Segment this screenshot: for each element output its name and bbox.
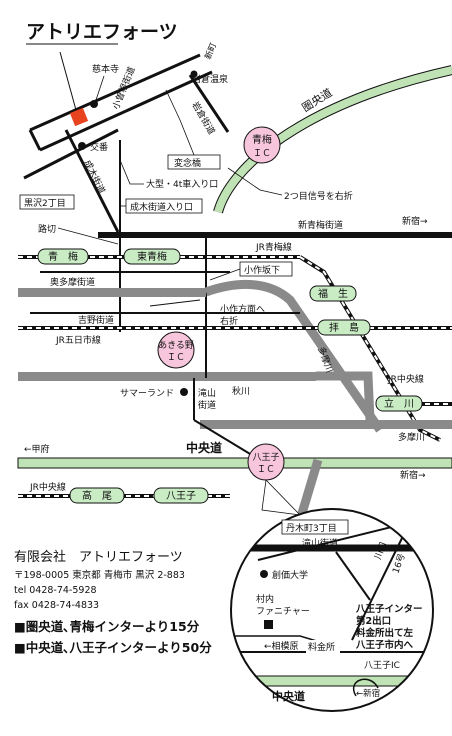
takiyama-kaido-label: 滝山街道 bbox=[302, 537, 338, 549]
hensokyo-label: 変念橋 bbox=[174, 157, 201, 169]
station-tachikawa-label: 立 川 bbox=[384, 397, 414, 410]
station-ome bbox=[37, 248, 89, 265]
station-tachikawa bbox=[375, 395, 423, 412]
jr-chuo-left-label: JR中央線 bbox=[29, 481, 66, 493]
koban-dot bbox=[78, 142, 86, 150]
access-kenodo: ■圏央道､青梅インターより15分 bbox=[14, 619, 200, 634]
hachioji-ic-inset-label: 八王子IC bbox=[364, 660, 400, 671]
fax: fax 0428-74-4833 bbox=[14, 600, 100, 611]
hachioji-exit-1: 八王子インター bbox=[355, 603, 423, 615]
ome-ic-marker bbox=[243, 126, 281, 164]
osaku-turn-label-1: 小作方面へ bbox=[220, 303, 265, 315]
shinjuku-shinome-label: 新宿→ bbox=[402, 215, 428, 227]
shinjuku-inset-label: ←新宿 bbox=[356, 688, 380, 699]
hachioji-exit-3: 料金所出て左 bbox=[356, 627, 414, 639]
station-ome-label: 青 梅 bbox=[48, 250, 78, 263]
murauchi-label-2: ファニチャー bbox=[256, 606, 310, 617]
station-takao-label: 高 尾 bbox=[82, 489, 112, 502]
company-name: 有限会社 アトリエフォーツ bbox=[14, 550, 183, 565]
address-block: 〒198-0005 東京都 青梅市 黒沢 2-883 tel 0428-74-5… bbox=[14, 568, 185, 613]
station-higashi-ome bbox=[123, 248, 181, 265]
sagamihara-label: ←相模原 bbox=[264, 640, 299, 652]
jr-ome-line-label: JR青梅線 bbox=[255, 241, 292, 253]
kurosawa2-label: 黒沢2丁目 bbox=[24, 197, 66, 209]
inset-map bbox=[231, 509, 433, 711]
station-hachioji bbox=[153, 487, 209, 504]
koban-label: 交番 bbox=[90, 141, 108, 153]
iwakura-onsen-label: 岩倉温泉 bbox=[192, 73, 228, 85]
shinmachi-label: 新町 bbox=[203, 41, 220, 61]
station-takao bbox=[69, 487, 125, 504]
iwakura-kaido-label: 岩倉街道 bbox=[189, 100, 217, 137]
akigawa-label: 秋川 bbox=[232, 385, 250, 397]
map-title: アトリエフォーツ bbox=[26, 21, 178, 43]
jr-itsukaichi-label: JR五日市線 bbox=[55, 334, 101, 346]
hachioji-exit-2: 第2出口 bbox=[356, 615, 391, 627]
nariki-kaido-label: 成木街道 bbox=[81, 158, 108, 196]
nariki-iriguchi-label: 成木街道入り口 bbox=[130, 201, 193, 213]
osaku-turn-label-2: 右折 bbox=[220, 315, 238, 327]
station-higashi-ome-label: 東青梅 bbox=[137, 250, 167, 263]
murauchi-label-1: 村内 bbox=[256, 593, 274, 605]
akiruno-ic-label-1: あきる野 bbox=[158, 340, 194, 351]
station-hachioji-label: 八王子 bbox=[166, 490, 196, 502]
destination-marker bbox=[69, 107, 89, 127]
address: 〒198-0005 東京都 青梅市 黒沢 2-883 bbox=[14, 570, 185, 581]
access-chuodo: ■中央道､八王子インターより50分 bbox=[14, 640, 212, 655]
ome-ic-label-1: 青梅 bbox=[252, 133, 272, 146]
jimotoji-dot bbox=[90, 100, 98, 108]
ome-ic-label-2: ＩＣ bbox=[253, 149, 271, 159]
yoshino-kaido-label: 吉野街道 bbox=[78, 314, 114, 326]
hachioji-ic-label-1: 八王子 bbox=[252, 452, 279, 463]
soka-univ-label: 創価大学 bbox=[272, 569, 308, 581]
hachioji-ic-label-2: ＩＣ bbox=[257, 465, 275, 475]
tel: tel 0428-74-5928 bbox=[14, 585, 97, 596]
jimotoji-label: 慈本寺 bbox=[92, 63, 119, 75]
takiyama-label-2: 街道 bbox=[198, 399, 216, 411]
tangi3-label: 丹木町3丁目 bbox=[286, 522, 337, 534]
station-haijima-label: 拝 島 bbox=[329, 321, 359, 334]
access-info: ■圏央道､青梅インターより15分 ■中央道､八王子インターより50分 bbox=[14, 616, 212, 658]
shinjuku-chuo-label: 新宿→ bbox=[400, 469, 426, 481]
shin-ome-kaido-label: 新青梅街道 bbox=[298, 219, 343, 231]
station-haijima bbox=[317, 319, 371, 336]
rokata-label: 路切 bbox=[38, 223, 56, 235]
akiruno-ic-label-2: ＩＣ bbox=[167, 353, 185, 363]
oogata-label: 大型・4t車入り口 bbox=[146, 178, 218, 190]
ryokinsho-label: 料金所 bbox=[308, 641, 335, 653]
osakushita-label: 小作坂下 bbox=[244, 264, 280, 276]
kofu-label: ←甲府 bbox=[24, 443, 50, 455]
chuodo-inset-label: 中央道 bbox=[272, 689, 305, 703]
hachioji-exit-4: 八王子市内へ bbox=[355, 639, 414, 651]
summerland-label: サマーランド bbox=[120, 388, 174, 399]
station-fussa bbox=[309, 285, 357, 302]
chuodo-label: 中央道 bbox=[186, 440, 222, 455]
jr-chuo-label: JR中央線 bbox=[387, 373, 424, 385]
station-fussa-label: 福 生 bbox=[318, 287, 348, 300]
akiruno-ic-marker bbox=[157, 331, 195, 369]
okutama-kaido-label: 奥多摩街道 bbox=[50, 276, 95, 288]
tamagawa-river-label: 多摩川 bbox=[398, 431, 425, 443]
takiyama-label-1: 滝山 bbox=[198, 388, 216, 399]
second-signal-label: 2つ目信号を右折 bbox=[284, 190, 353, 202]
